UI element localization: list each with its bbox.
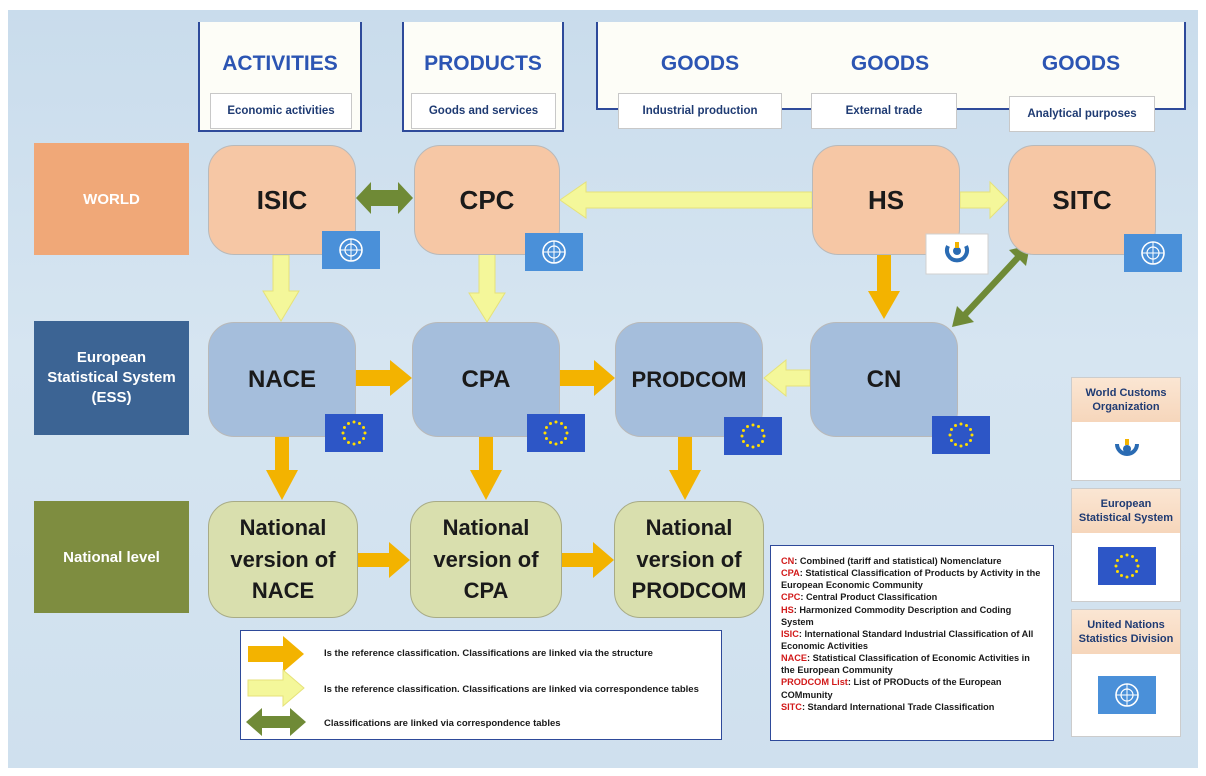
orange-arrow-cpa-prodcom [560, 360, 615, 396]
org-card-ess: European Statistical System [1071, 488, 1181, 602]
un-flag-icon [1098, 676, 1156, 714]
category-subtitle-activities: Economic activities [210, 93, 352, 129]
node-national-cpa: National version of CPA [410, 501, 562, 618]
abbreviations-box: CN: Combined (tariff and statistical) No… [770, 545, 1054, 741]
un-flag-icon [322, 231, 380, 269]
legend-text-green: Classifications are linked via correspon… [324, 718, 561, 729]
yellow-arrow-isic-nace [262, 254, 300, 322]
green-double-arrow-isic-cpc [356, 182, 413, 214]
arrow-legend [240, 630, 722, 740]
category-title-goods-industrial: GOODS [660, 52, 740, 75]
orange-arrow-nace-cpa [355, 360, 412, 396]
node-cpa: CPA [412, 322, 560, 437]
orange-arrow-national-cpa-prodcom [562, 542, 614, 578]
category-title-goods-trade: GOODS [850, 52, 930, 75]
category-title-activities: ACTIVITIES [222, 52, 338, 75]
orange-arrow-prodcom-national [669, 437, 701, 500]
org-name-unsd: United Nations Statistics Division [1072, 610, 1180, 654]
legend-orange-arrow-icon [248, 636, 304, 672]
org-name-ess: European Statistical System [1072, 489, 1180, 533]
category-subtitle-industrial: Industrial production [618, 93, 782, 129]
node-cpc: CPC [414, 145, 560, 255]
legend-text-yellow: Is the reference classification. Classif… [324, 684, 699, 695]
category-subtitle-products: Goods and services [411, 93, 556, 129]
abbr-hs: HS: Harmonized Commodity Description and… [781, 604, 1012, 627]
wco-logo-icon [925, 233, 989, 275]
orange-arrow-nace-national [266, 437, 298, 500]
eu-flag-icon [932, 416, 990, 454]
orange-arrow-hs-cn [868, 255, 900, 319]
row-label-world: WORLD [34, 143, 189, 255]
un-flag-icon [1124, 234, 1182, 272]
yellow-arrow-hs-cpc [559, 181, 813, 219]
abbr-cpc: CPC: Central Product Classification [781, 592, 938, 603]
node-national-prodcom: National version of PRODCOM [614, 501, 764, 618]
abbr-nace: NACE: Statistical Classification of Econ… [781, 653, 1030, 676]
eu-flag-icon [1098, 547, 1156, 585]
abbr-cn: CN: Combined (tariff and statistical) No… [781, 556, 1002, 566]
yellow-arrow-hs-sitc [959, 180, 1009, 220]
green-double-arrow-sitc-cn [952, 245, 1030, 327]
row-label-national: National level [34, 501, 189, 613]
org-name-wco: World Customs Organization [1072, 378, 1180, 422]
abbr-isic: ISIC: International Standard Industrial … [781, 628, 1034, 651]
yellow-arrow-cpc-cpa [468, 253, 506, 323]
category-subtitle-trade: External trade [811, 93, 957, 129]
category-subtitle-analytical: Analytical purposes [1009, 96, 1155, 132]
wco-logo-icon [1115, 439, 1139, 456]
legend-green-double-arrow-icon [246, 708, 306, 736]
org-card-unsd: United Nations Statistics Division [1071, 609, 1181, 737]
un-flag-icon [525, 233, 583, 271]
orange-arrow-national-nace-cpa [358, 542, 410, 578]
yellow-arrow-cn-prodcom [763, 358, 811, 398]
node-sitc: SITC [1008, 145, 1156, 255]
row-label-ess: European Statistical System (ESS) [34, 321, 189, 435]
eu-flag-icon [325, 414, 383, 452]
orange-arrow-cpa-national [470, 437, 502, 500]
category-title-goods-analytical: GOODS [1041, 52, 1121, 75]
node-national-nace: National version of NACE [208, 501, 358, 618]
category-title-products: PRODUCTS [424, 52, 542, 75]
legend-text-orange: Is the reference classification. Classif… [324, 648, 653, 659]
abbr-sitc: SITC: Standard International Trade Class… [781, 701, 995, 712]
eu-flag-icon [527, 414, 585, 452]
legend-yellow-arrow-icon [247, 668, 305, 708]
eu-flag-icon [724, 417, 782, 455]
abbr-cpa: CPA: Statistical Classification of Produ… [781, 568, 1041, 591]
org-card-wco: World Customs Organization [1071, 377, 1181, 481]
abbr-prodcom: PRODCOM List: List of PRODucts of the Eu… [781, 677, 1002, 700]
